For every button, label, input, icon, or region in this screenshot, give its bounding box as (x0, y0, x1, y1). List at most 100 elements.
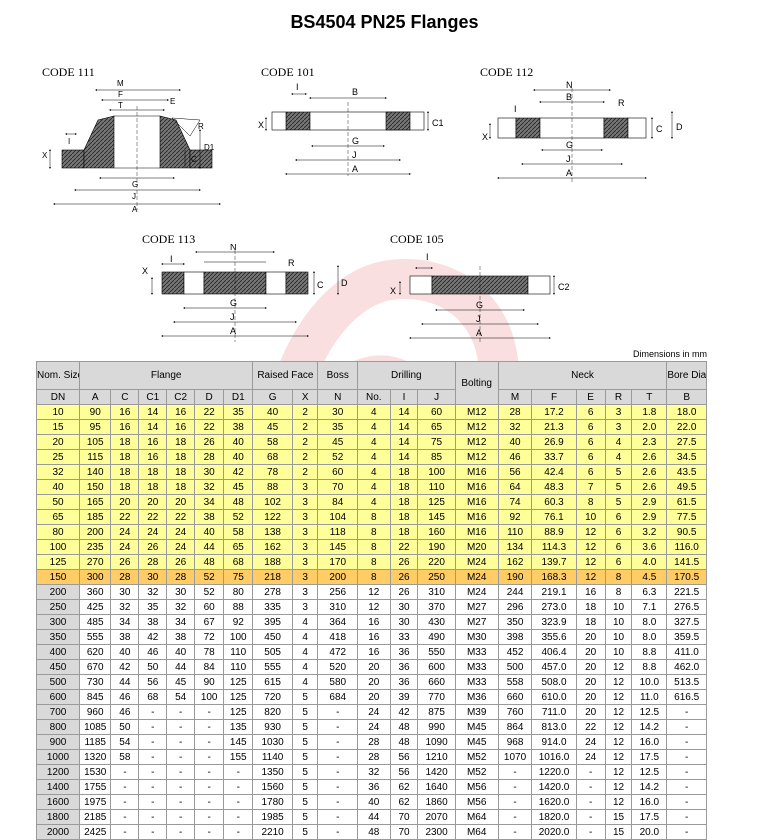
svg-text:I: I (68, 137, 70, 146)
table-cell: 92 (223, 614, 254, 630)
table-cell: - (317, 719, 358, 735)
table-cell: 34 (194, 494, 225, 510)
table-cell: 20 (575, 659, 606, 675)
table-cell: 2.6 (631, 449, 668, 465)
table-cell: - (666, 734, 707, 750)
table-cell: 914.0 (531, 734, 577, 750)
table-cell: 67 (194, 614, 225, 630)
table-cell: 75 (223, 569, 254, 585)
table-cell: 555 (252, 659, 293, 675)
table-cell: 5 (291, 734, 319, 750)
table-cell: 90 (79, 404, 112, 420)
table-cell: 26 (110, 554, 140, 570)
table-cell: 46 (110, 689, 140, 705)
table-cell: M24 (454, 569, 499, 585)
table-cell: 1350 (252, 764, 293, 780)
table-cell: 864 (497, 719, 533, 735)
table-cell: 54 (166, 689, 196, 705)
table-cell: 122 (252, 509, 293, 525)
table-cell: 70 (317, 479, 358, 495)
svg-text:G: G (352, 136, 359, 146)
table-cell: 24 (166, 539, 196, 555)
table-cell: 27.5 (666, 434, 707, 450)
table-cell: 32 (110, 599, 140, 615)
table-cell: 5 (604, 479, 633, 495)
table-cell: 256 (317, 584, 358, 600)
table-cell: M16 (454, 479, 499, 495)
table-cell: 75 (417, 434, 456, 450)
table-cell: 38 (223, 419, 254, 435)
table-cell: 35 (317, 419, 358, 435)
table-cell: 40 (223, 434, 254, 450)
table-cell: 16 (357, 614, 391, 630)
sub-header: N (317, 389, 358, 405)
table-cell: 20 (575, 689, 606, 705)
table-cell: 14 (138, 404, 168, 420)
table-cell: 6 (604, 509, 633, 525)
table-cell: 4 (604, 449, 633, 465)
table-cell: 70 (389, 809, 419, 825)
sub-header: C2 (166, 389, 196, 405)
sub-header: E (575, 389, 606, 405)
table-cell: 22 (575, 719, 606, 735)
table-cell: 276.5 (666, 599, 707, 615)
table-cell: 58 (110, 749, 140, 765)
table-cell: 84 (194, 659, 225, 675)
table-cell: 12 (575, 554, 606, 570)
table-cell: - (194, 704, 225, 720)
table-cell: - (497, 764, 533, 780)
table-cell: - (575, 824, 606, 840)
table-cell: 8 (357, 524, 391, 540)
table-cell: 114.3 (531, 539, 577, 555)
table-cell: 16 (110, 419, 140, 435)
table-cell: 1185 (79, 734, 112, 750)
code-101-diagram: I B X C1 G J A (256, 80, 456, 185)
table-cell: 26.9 (531, 434, 577, 450)
table-cell: M20 (454, 539, 499, 555)
table-cell: 2300 (417, 824, 456, 840)
table-cell: - (666, 794, 707, 810)
table-cell: 15 (604, 809, 633, 825)
table-cell: 12.5 (631, 704, 668, 720)
table-cell: 48.3 (531, 479, 577, 495)
table-cell: 12 (575, 539, 606, 555)
table-cell: 660 (417, 674, 456, 690)
table-cell: 48 (389, 719, 419, 735)
table-cell: M12 (454, 449, 499, 465)
table-cell: - (138, 809, 168, 825)
table-cell: 1780 (252, 794, 293, 810)
table-cell: 1.8 (631, 404, 668, 420)
col-group-neck: Neck (497, 361, 668, 390)
svg-text:X: X (482, 132, 488, 142)
code-112-diagram: N B R X I C D G J A (476, 78, 696, 193)
table-cell: 40 (252, 404, 293, 420)
table-cell: 615 (252, 674, 293, 690)
table-cell: 40 (166, 644, 196, 660)
table-cell: 61.5 (666, 494, 707, 510)
row-dn-cell: 600 (35, 689, 81, 705)
table-cell: 490 (417, 629, 456, 645)
table-cell: M52 (454, 749, 499, 765)
table-cell: - (497, 824, 533, 840)
table-cell: 26 (194, 434, 225, 450)
table-cell: 20 (357, 689, 391, 705)
table-cell: 12 (575, 569, 606, 585)
table-cell: 6 (604, 539, 633, 555)
table-cell: 16 (138, 449, 168, 465)
table-cell: 50 (110, 719, 140, 735)
table-cell: 46 (138, 644, 168, 660)
table-cell: 50 (138, 659, 168, 675)
table-cell: 5 (291, 824, 319, 840)
table-cell: 8.8 (631, 644, 668, 660)
table-cell: 4 (291, 674, 319, 690)
table-cell: 18 (138, 464, 168, 480)
table-cell: 22 (110, 509, 140, 525)
svg-text:E: E (170, 97, 175, 106)
table-cell: 30 (317, 404, 358, 420)
table-cell: 188 (252, 554, 293, 570)
